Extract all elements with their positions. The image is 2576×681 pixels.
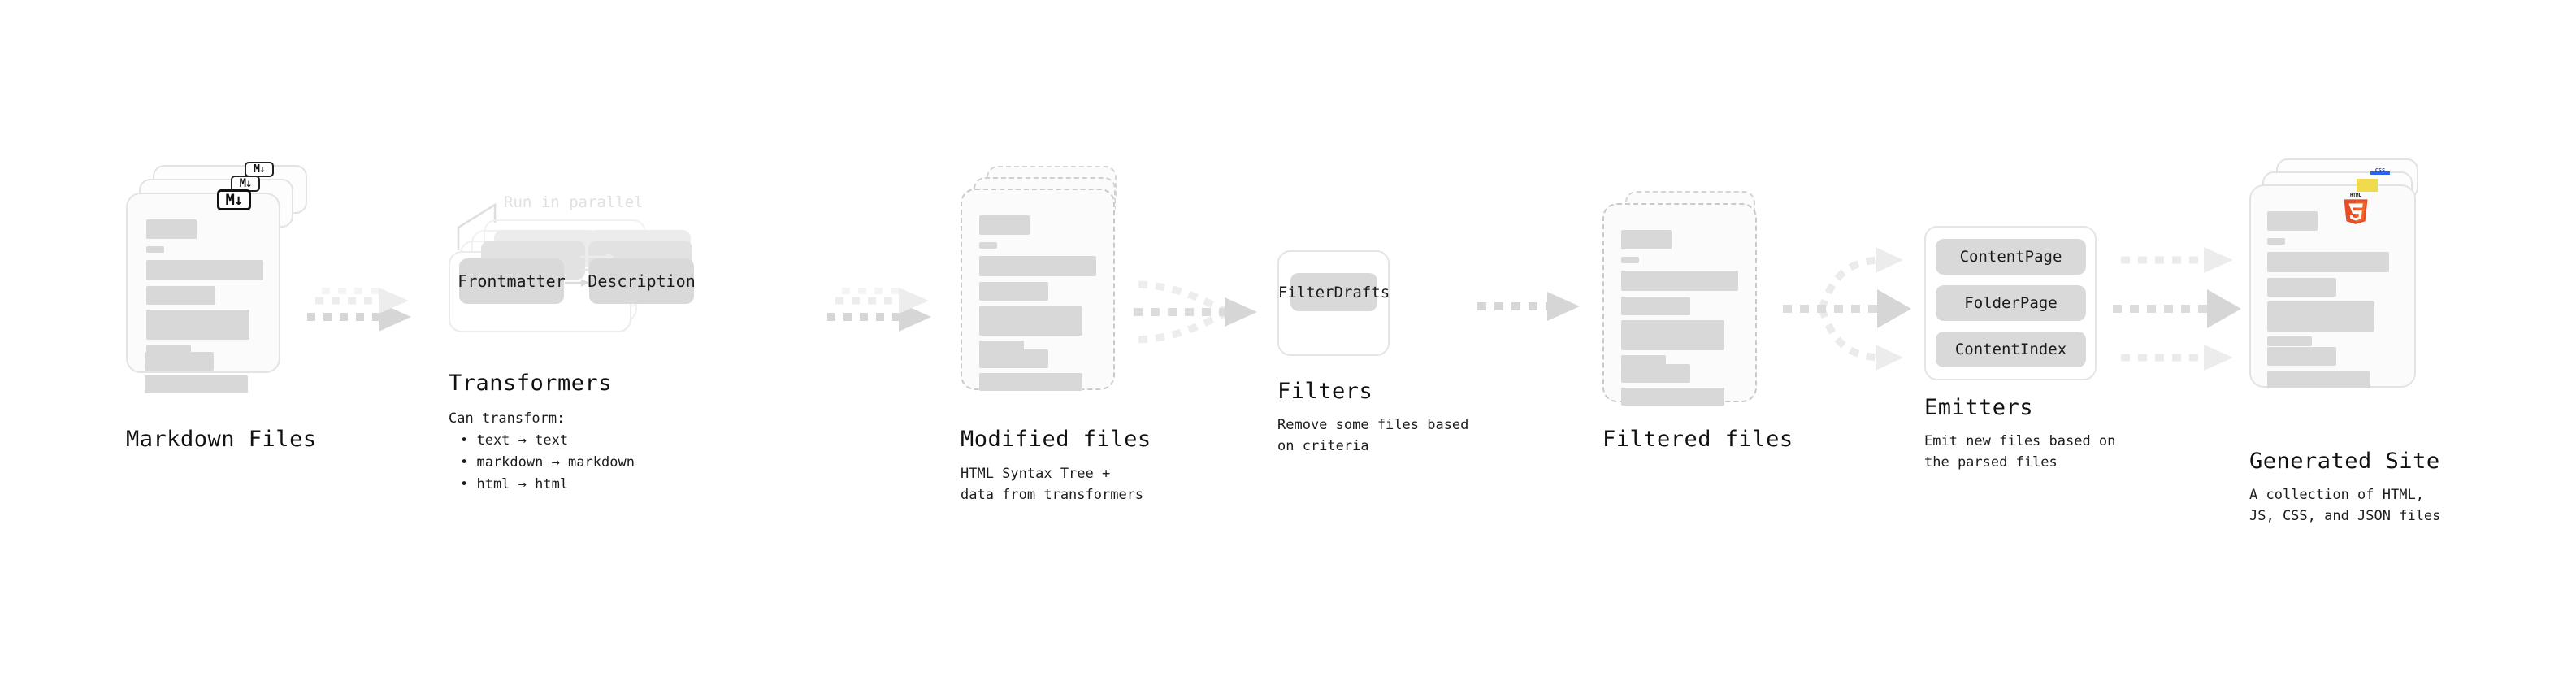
transformers-bullet-1: • markdown → markdown bbox=[460, 454, 635, 471]
stage-title-filters: Filters bbox=[1277, 379, 1373, 404]
run-in-parallel-bracket bbox=[457, 202, 497, 250]
transformers-bullet-2: • html → html bbox=[460, 476, 569, 492]
skeleton-line bbox=[2267, 278, 2336, 297]
emitter-chip-label: FolderPage bbox=[1964, 294, 2058, 312]
emitter-chip-label: ContentIndex bbox=[1954, 340, 2067, 358]
skeleton-line bbox=[2267, 347, 2336, 366]
stage-title-filtered-files: Filtered files bbox=[1602, 427, 1793, 452]
stage-title-markdown-files: Markdown Files bbox=[126, 427, 317, 452]
transformer-inner-arrow bbox=[565, 279, 589, 287]
skeleton-line bbox=[2267, 211, 2318, 231]
transformer-chip-label: Frontmatter bbox=[458, 271, 566, 291]
transformer-chip-description[interactable]: Description bbox=[588, 258, 696, 304]
filter-chip-label: FilterDrafts bbox=[1277, 283, 1390, 301]
connector-filters-to-filtered bbox=[1477, 288, 1587, 325]
skeleton-line bbox=[2267, 252, 2389, 272]
modified-card-front bbox=[961, 189, 1115, 391]
skeleton-line bbox=[146, 310, 249, 340]
skeleton-line bbox=[979, 282, 1048, 301]
skeleton-line bbox=[2267, 336, 2312, 346]
markdown-icon-glyph: M↓ bbox=[239, 177, 253, 190]
stage-subtitle-generated-site: A collection of HTML, JS, CSS, and JSON … bbox=[2249, 487, 2441, 525]
skeleton-line bbox=[2267, 371, 2370, 388]
stage-title-modified-files: Modified files bbox=[961, 427, 1151, 452]
connector-md-to-transformers bbox=[307, 286, 421, 335]
markdown-card-body-extra bbox=[126, 193, 280, 393]
markdown-icon: M↓ bbox=[217, 189, 251, 210]
stage-title-transformers: Transformers bbox=[449, 371, 613, 396]
emitter-chip-contentpage[interactable]: ContentPage bbox=[1936, 239, 2086, 275]
run-in-parallel-label: Run in parallel bbox=[504, 193, 644, 211]
skeleton-line bbox=[145, 375, 248, 393]
skeleton-line bbox=[1621, 257, 1639, 263]
skeleton-line bbox=[1621, 230, 1672, 249]
stage-title-emitters: Emitters bbox=[1924, 395, 2034, 420]
skeleton-line bbox=[146, 260, 263, 280]
skeleton-line bbox=[979, 373, 1082, 391]
markdown-icon-glyph: M↓ bbox=[225, 190, 244, 209]
css-icon: CSS bbox=[2370, 167, 2390, 175]
connector-transformers-to-modified bbox=[827, 286, 941, 335]
js-icon bbox=[2357, 179, 2378, 192]
skeleton-line bbox=[979, 242, 997, 249]
connector-modified-to-filters bbox=[1134, 276, 1268, 349]
transformers-bullet-0: • text → text bbox=[460, 432, 569, 449]
stage-subtitle-transformers: Can transform: bbox=[449, 410, 566, 427]
html5-icon: HTML bbox=[2340, 192, 2371, 226]
svg-text:HTML: HTML bbox=[2350, 193, 2361, 198]
markdown-icon-back-2: M↓ bbox=[245, 162, 274, 177]
connector-filtered-to-emitters bbox=[1775, 239, 1917, 381]
transformer-chip-frontmatter[interactable]: Frontmatter bbox=[458, 258, 566, 304]
stage-subtitle-emitters: Emit new files based on the parsed files bbox=[1924, 433, 2116, 471]
skeleton-line bbox=[2267, 301, 2374, 332]
emitter-chip-contentindex[interactable]: ContentIndex bbox=[1936, 332, 2086, 367]
emitter-chip-folderpage[interactable]: FolderPage bbox=[1936, 285, 2086, 321]
skeleton-line bbox=[979, 306, 1082, 336]
skeleton-line bbox=[979, 340, 1024, 350]
filter-chip-filterdrafts[interactable]: FilterDrafts bbox=[1278, 273, 1390, 311]
markdown-card-front bbox=[126, 193, 280, 373]
site-card-front bbox=[2249, 184, 2416, 388]
skeleton-line bbox=[146, 246, 164, 253]
connector-emitters-to-site bbox=[2106, 239, 2253, 381]
skeleton-line bbox=[1621, 364, 1690, 383]
skeleton-line bbox=[1621, 388, 1724, 406]
stage-title-generated-site: Generated Site bbox=[2249, 449, 2440, 474]
skeleton-line bbox=[1621, 320, 1724, 350]
markdown-icon-back-1: M↓ bbox=[231, 176, 260, 192]
skeleton-line bbox=[1621, 355, 1666, 365]
skeleton-line bbox=[1621, 297, 1690, 315]
skeleton-line bbox=[979, 215, 1030, 235]
markdown-icon-glyph: M↓ bbox=[254, 163, 266, 176]
skeleton-line bbox=[146, 219, 197, 239]
skeleton-line bbox=[979, 349, 1048, 368]
skeleton-line bbox=[1621, 271, 1738, 291]
skeleton-line bbox=[145, 352, 214, 371]
skeleton-line bbox=[2267, 238, 2285, 245]
skeleton-line bbox=[146, 286, 215, 305]
filtered-card-front bbox=[1602, 203, 1757, 406]
transformer-chip-label: Description bbox=[588, 271, 696, 291]
stage-subtitle-filters: Remove some files based on criteria bbox=[1277, 417, 1469, 455]
emitter-chip-label: ContentPage bbox=[1959, 248, 2062, 266]
stage-subtitle-modified-files: HTML Syntax Tree + data from transformer… bbox=[961, 466, 1144, 504]
skeleton-line bbox=[979, 256, 1096, 276]
